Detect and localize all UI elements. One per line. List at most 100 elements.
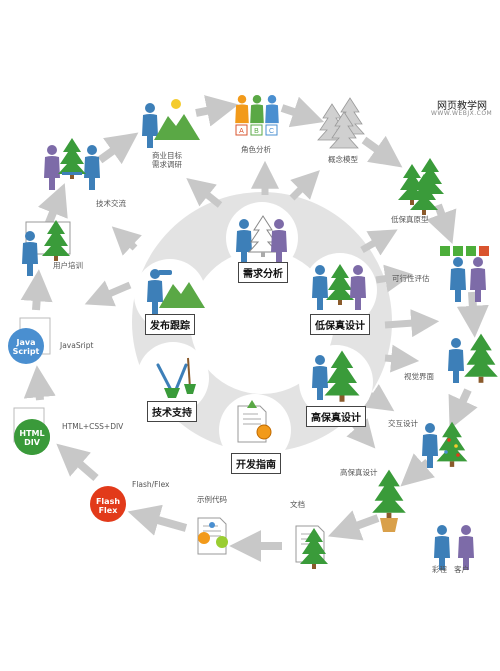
pie-icon xyxy=(198,532,210,544)
tools-icon xyxy=(156,363,188,394)
arrow-cycle-4 xyxy=(426,203,457,245)
label-hifi-design: 高保真设计 xyxy=(340,468,378,477)
node-requirements xyxy=(226,202,298,274)
sphere-icon xyxy=(216,536,228,548)
label-javascript: JavaSript xyxy=(60,341,94,350)
node-visual-ui xyxy=(448,333,498,383)
node-javascript xyxy=(8,317,51,364)
arrow-cycle-13 xyxy=(20,269,53,311)
person-icon xyxy=(44,145,60,190)
node-hifi-design xyxy=(372,469,406,532)
arrow-cycle-1 xyxy=(195,95,239,127)
flash-badge xyxy=(90,486,126,522)
arrow-cycle-7 xyxy=(400,453,435,487)
node-market-research xyxy=(142,99,200,148)
node-team-client xyxy=(434,525,474,570)
arrow-cycle-15 xyxy=(97,132,139,165)
arrow-spoke-8 xyxy=(363,384,395,412)
js-badge xyxy=(8,328,44,364)
spoke-arrows xyxy=(84,160,440,449)
shovel-icon xyxy=(164,388,180,398)
node-interaction-design xyxy=(422,421,468,468)
stage-dev-guide: 开发指南 xyxy=(231,453,281,474)
arrow-spoke-4 xyxy=(360,229,398,256)
stage-tech-support: 技术支持 xyxy=(147,401,197,422)
label-concept: 概念模型 xyxy=(328,155,358,164)
arrow-cycle-2 xyxy=(280,96,325,128)
tree-icon xyxy=(436,421,468,467)
node-user-training xyxy=(22,220,71,276)
stage-low-fidelity: 低保真设计 xyxy=(310,314,370,335)
tree-icon xyxy=(464,333,498,383)
sun-icon xyxy=(171,99,181,109)
person-icon xyxy=(450,257,466,302)
label-interaction: 交互设计 xyxy=(388,419,418,428)
center-hole xyxy=(190,250,334,394)
persona-letter-a: A xyxy=(239,128,244,135)
check-icon xyxy=(466,246,476,256)
mountain-icon xyxy=(154,114,200,140)
stage-high-fidelity: 高保真设计 xyxy=(306,406,366,427)
label-personas: 角色分析 xyxy=(241,145,271,154)
arrow-spoke-9 xyxy=(346,418,376,449)
x-icon xyxy=(479,246,489,256)
arrow-cycle-3 xyxy=(361,135,403,168)
telescope-icon xyxy=(158,270,172,275)
watermark-title: 网页教学网 xyxy=(437,101,487,112)
arrow-cycle-6 xyxy=(448,388,478,430)
check-icon xyxy=(453,246,463,256)
node-personas: A B C xyxy=(235,95,279,136)
arrow-cycle-12 xyxy=(23,365,56,401)
pot-icon xyxy=(380,518,398,532)
label-lowfi-prototype: 低保真原型 xyxy=(391,215,429,224)
person-icon xyxy=(458,525,474,570)
arrow-spoke-6 xyxy=(384,309,440,338)
stage-release-tracking: 发布跟踪 xyxy=(145,314,195,335)
node-low-fidelity xyxy=(303,253,377,327)
stage-requirements: 需求分析 xyxy=(238,262,288,283)
node-high-fidelity xyxy=(299,345,373,419)
label-html: HTML+CSS+DIV xyxy=(62,422,124,431)
node-docs xyxy=(295,525,328,569)
arrow-cycle-14 xyxy=(38,183,68,227)
arrow-spoke-11 xyxy=(111,226,142,256)
arrow-cycle-8 xyxy=(327,510,380,541)
label-docs: 文档 xyxy=(290,500,305,509)
cycle-arrows xyxy=(20,95,489,562)
arrow-spoke-3 xyxy=(289,170,320,201)
person-icon xyxy=(448,338,464,383)
arrow-spoke-10 xyxy=(84,280,132,307)
node-concept-model xyxy=(317,97,365,149)
compass-icon xyxy=(256,424,272,440)
label-flash: Flash/Flex xyxy=(132,480,170,489)
node-sample-code xyxy=(197,517,228,555)
label-tech-exchange: 技术交流 xyxy=(96,199,126,208)
label-user-training: 用户培训 xyxy=(53,261,83,270)
arrow-spoke-5 xyxy=(375,264,414,293)
table-icon xyxy=(62,172,82,175)
arrow-spoke-7 xyxy=(384,344,420,373)
node-tech-support xyxy=(137,342,209,414)
node-tech-exchange xyxy=(44,138,100,190)
persona-letter-b: B xyxy=(254,128,259,135)
label-visual: 视觉界面 xyxy=(404,372,434,381)
person-icon xyxy=(84,145,100,190)
node-feasibility xyxy=(440,246,489,302)
node-dev-guide xyxy=(219,394,291,466)
arrow-cycle-11 xyxy=(56,443,99,482)
arrow-cycle-10 xyxy=(127,504,188,536)
arrow-cycle-5 xyxy=(456,291,489,338)
node-html xyxy=(13,407,50,455)
label-feasibility: 可行性评估 xyxy=(392,274,430,283)
persona-letter-c: C xyxy=(269,128,274,135)
flash-badge-text: Flash Flex xyxy=(95,497,121,516)
html-badge-text: HTML DIV xyxy=(19,429,45,448)
watermark-url: WWW.WEBJX.COM xyxy=(431,110,493,117)
node-flash xyxy=(90,486,126,522)
label-team-client: 彩程 客户 xyxy=(432,565,470,574)
node-release-tracking xyxy=(134,259,206,331)
arrow-spoke-1 xyxy=(186,178,223,208)
label-sample-code: 示例代码 xyxy=(197,495,227,504)
